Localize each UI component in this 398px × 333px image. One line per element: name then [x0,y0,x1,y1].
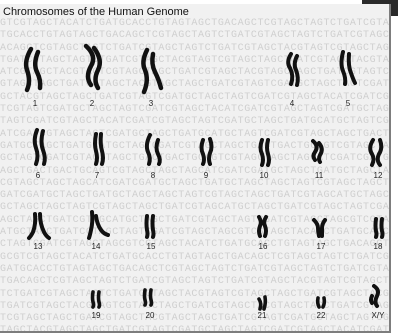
karyotype-panel: GTCGTAGCTACATCTGATGCACCTGTAGTAGCTGACAGCT… [0,4,391,333]
chromosome-label: 19 [92,311,101,320]
chromosome-8 [147,135,160,164]
chromosome-7 [95,134,103,164]
chromosome-2 [86,46,100,88]
chromosome-label: 17 [317,242,326,251]
chromosome-13 [29,214,49,238]
chromosome-label: 11 [315,171,323,180]
chromosome-label: 4 [290,99,294,108]
chromosome-label: 13 [34,242,43,251]
chromosome-18 [376,219,383,237]
chromosome-label: 5 [346,99,350,108]
chromosome-label: 15 [147,242,156,251]
chromosome-1 [26,49,40,90]
chromosome-5 [342,52,356,84]
chromosome-6 [35,130,45,164]
chromosome-x-y [371,286,378,306]
chromosome-label: 18 [374,242,383,251]
chromosome-10 [261,140,270,165]
chromosome-3 [143,50,161,92]
chromosome-label: 22 [317,311,326,320]
chromosome-label: 21 [258,311,267,320]
chromosome-4 [288,54,298,85]
chromosome-16 [259,217,266,236]
chromosome-label: 16 [259,242,268,251]
chromosome-9 [202,139,212,164]
chromosome-label: 14 [92,242,101,251]
chromosome-11 [313,141,322,162]
chromosome-label: 8 [151,171,155,180]
chromosome-21 [259,297,265,309]
chromosome-14 [89,212,108,238]
chromosome-karyotype [0,4,391,333]
chromosome-22 [318,298,325,307]
chromosome-label: 2 [90,99,94,108]
chromosome-label: 3 [149,99,153,108]
chromosome-label: 1 [33,99,37,108]
chromosome-15 [147,216,154,237]
chromosome-label: 20 [146,311,155,320]
chromosome-label: 6 [36,171,40,180]
chromosome-label: 9 [204,171,208,180]
chromosome-12 [370,140,381,165]
chromosome-20 [145,290,152,305]
chromosome-label: 10 [260,171,269,180]
chromosome-label: 12 [374,171,383,180]
chromosome-label: 7 [95,171,99,180]
chromosome-label: X/Y [372,311,385,320]
chromosome-19 [93,292,100,307]
chromosome-17 [314,220,325,236]
